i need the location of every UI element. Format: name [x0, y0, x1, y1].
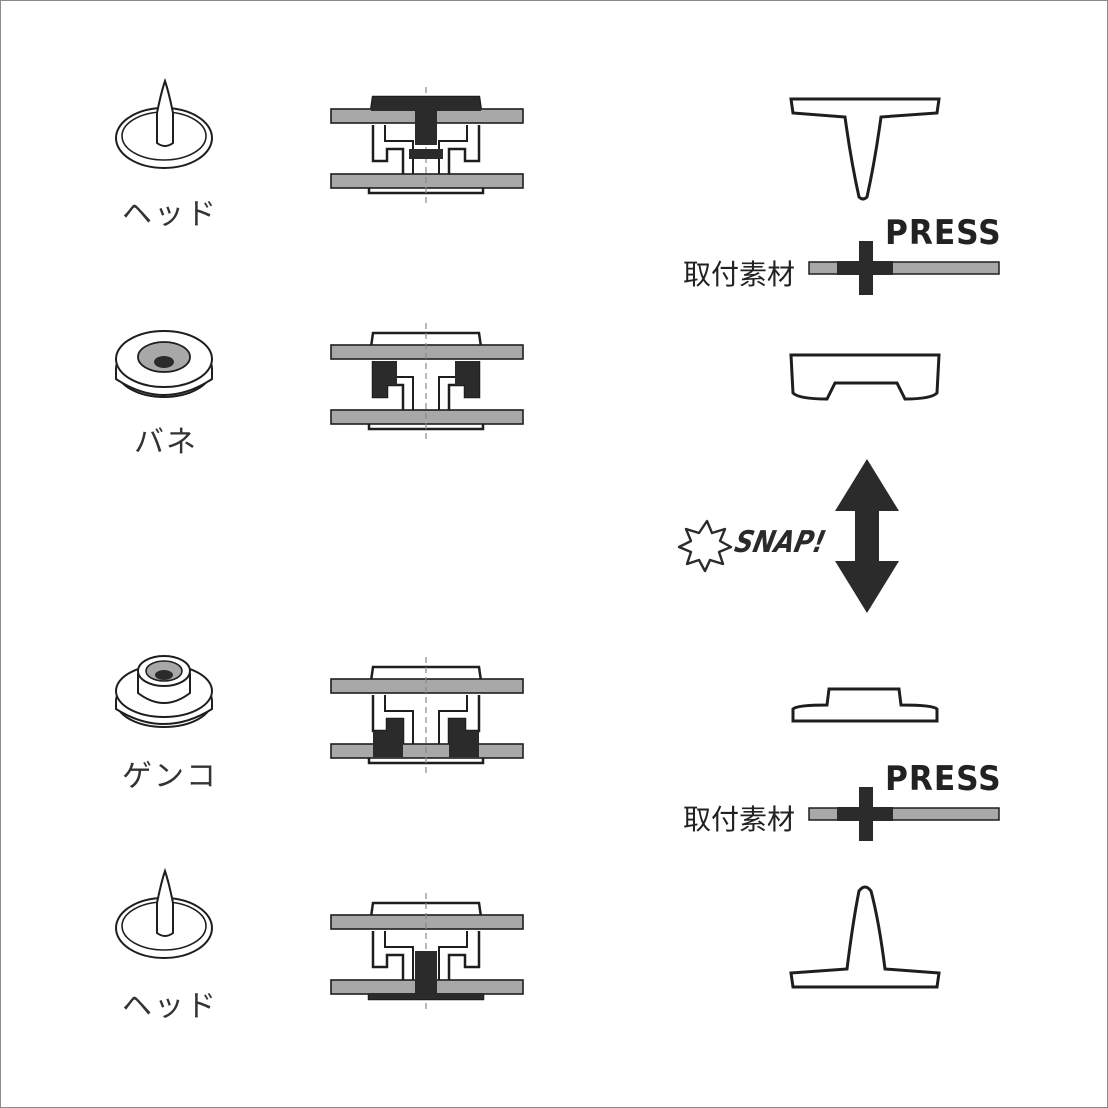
material-label-bottom: 取付素材 [683, 803, 796, 836]
part-label-spring: バネ [134, 425, 198, 460]
part-label-head-bottom: ヘッド [122, 989, 218, 1024]
press-bar-bottom [837, 807, 893, 821]
head-stud-icon [115, 80, 213, 169]
stud-knob-icon [115, 655, 213, 728]
double-arrow-icon [835, 459, 899, 613]
spring-socket-icon [115, 330, 213, 398]
cross-section-head-top [329, 85, 525, 209]
press-label-top: PRESS [885, 213, 1002, 253]
cross-section-spring [329, 321, 525, 445]
socket-profile [789, 353, 941, 401]
head-cap-profile [789, 97, 941, 201]
part-label-head-top: ヘッド [122, 197, 218, 232]
burst-star-icon [677, 519, 733, 573]
pin-base-profile [789, 885, 941, 989]
part-label-stud: ゲンコ [122, 759, 218, 794]
cross-section-head-bottom [329, 891, 525, 1015]
press-bar-top [837, 261, 893, 275]
material-label-top: 取付素材 [683, 258, 796, 291]
press-label-bottom: PRESS [885, 759, 1002, 799]
snap-label: SNAP! [731, 525, 829, 560]
head-stud-icon [115, 870, 213, 959]
stud-profile [791, 687, 939, 723]
cross-section-stud [329, 655, 525, 779]
